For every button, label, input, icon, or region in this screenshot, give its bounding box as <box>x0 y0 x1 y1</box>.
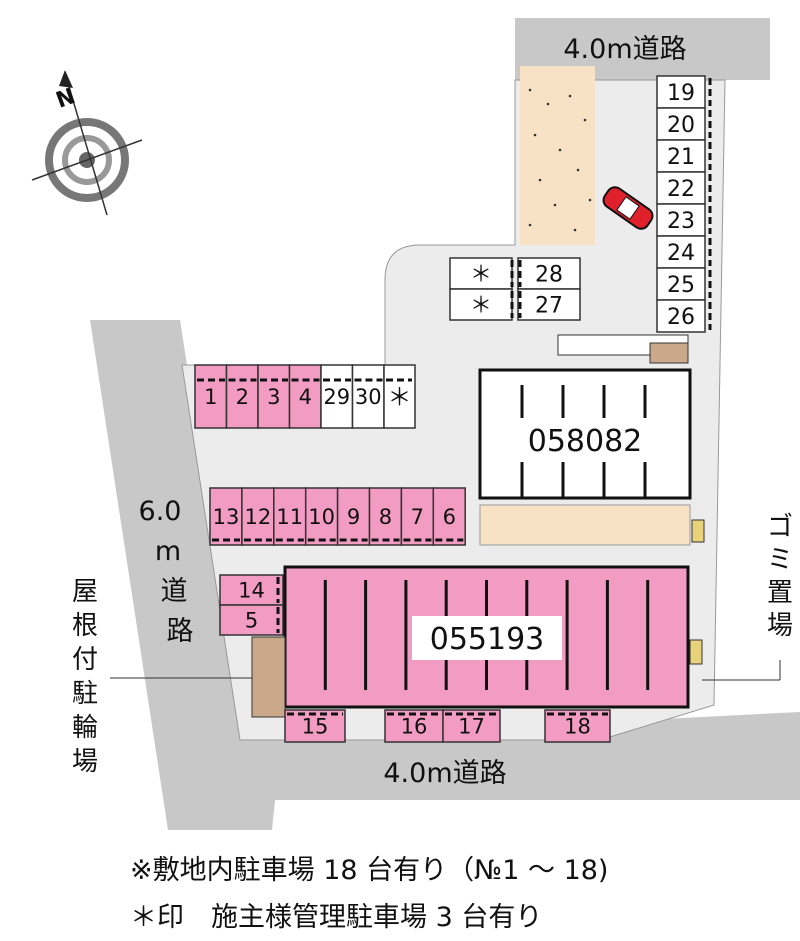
parking-number: 3 <box>267 385 280 409</box>
parking-space <box>517 288 581 321</box>
parking-number: 9 <box>347 505 360 529</box>
sand-path <box>520 66 595 245</box>
parking-side: 145 <box>219 574 284 636</box>
parking-space <box>449 288 513 321</box>
parking-number: 20 <box>667 113 695 138</box>
parking-number: ＊ <box>470 293 492 318</box>
parking-number: 12 <box>244 505 271 529</box>
parking-space <box>400 487 435 546</box>
top-road-label: 4.0m道路 <box>563 34 686 65</box>
left-road-label-part: 道 <box>161 576 188 607</box>
bike-shelter-label-char: 輪 <box>72 713 98 743</box>
building-label-box <box>510 418 660 462</box>
parking-space <box>219 604 284 636</box>
bike-shelter-label-char: 付 <box>72 645 98 675</box>
parking-space <box>656 299 706 333</box>
north-compass-icon: N <box>31 70 143 216</box>
left-road-label-part: 6.0 <box>139 496 182 527</box>
bike-shelter-label-char: 根 <box>72 611 98 641</box>
parking-number: 28 <box>535 262 563 287</box>
left-road-label: 6.0 m 道 路 <box>139 496 194 647</box>
parking-space <box>656 139 706 173</box>
parking-number: 18 <box>564 715 591 739</box>
parking-number: 2 <box>236 385 249 409</box>
parking-number: 1 <box>204 385 217 409</box>
parking-number: 6 <box>443 505 456 529</box>
parking-number: 17 <box>458 715 485 739</box>
left-and-bottom-road <box>90 320 800 830</box>
parking-number: 23 <box>667 209 695 234</box>
parking-space <box>320 364 354 429</box>
garbage-label-char: ミ <box>767 545 793 575</box>
parking-space <box>544 709 611 743</box>
parking-number: 11 <box>276 505 303 529</box>
bike-shelter <box>251 636 286 718</box>
bottom-road-label: 4.0m道路 <box>383 758 506 789</box>
parking-number: 8 <box>379 505 392 529</box>
garbage-box-1 <box>691 519 705 543</box>
parking-space <box>383 364 416 429</box>
parking-number: 16 <box>401 715 428 739</box>
parking-space <box>656 267 706 301</box>
parking-space <box>257 364 291 429</box>
building-id: 055193 <box>430 622 545 657</box>
parking-space <box>656 107 706 141</box>
parking-number: 24 <box>667 241 695 266</box>
parking-number: 22 <box>667 177 695 202</box>
garbage-label-char: 場 <box>767 611 793 641</box>
building-id: 058082 <box>528 424 643 459</box>
parking-number: ＊ <box>470 262 492 287</box>
note-owner-parking: ＊印 施主様管理駐車場 3 台有り <box>130 902 543 933</box>
parking-number: 26 <box>667 305 695 330</box>
sand-dots <box>528 88 592 232</box>
parking-number: 27 <box>535 293 563 318</box>
garbage-box-2 <box>689 639 703 665</box>
parking-number: 10 <box>308 505 335 529</box>
svg-text:N: N <box>53 84 79 114</box>
storage-box <box>649 342 689 364</box>
left-road-label-part: 路 <box>167 616 194 647</box>
parking-bottom: 15 16 17 18 <box>284 709 611 743</box>
parking-group-right: 19 20 21 22 23 24 25 26 <box>656 75 712 333</box>
car-icon <box>602 186 654 230</box>
parking-space <box>336 487 371 546</box>
parking-number: 19 <box>667 81 695 106</box>
note-parking-count: ※敷地内駐車場 18 台有り（№1 ～ 18) <box>130 855 609 886</box>
bike-shelter-label-char: 場 <box>72 747 98 777</box>
parking-space <box>656 75 706 109</box>
parking-number: 30 <box>355 385 382 409</box>
left-road-label-part: m <box>155 536 181 567</box>
parking-number: 4 <box>299 385 312 409</box>
parking-group-middle: ＊ ＊ 28 27 <box>449 257 581 321</box>
bike-shelter-label-char: 駐 <box>72 679 98 709</box>
bike-shelter-label-char: 屋 <box>72 577 98 607</box>
parking-number: 7 <box>411 505 424 529</box>
parking-space <box>656 171 706 205</box>
garbage-label-char: 置 <box>767 578 793 608</box>
parking-number: 5 <box>245 609 258 633</box>
parking-space <box>209 487 243 546</box>
parking-number: ＊ <box>388 383 412 411</box>
parking-number: 29 <box>323 385 350 409</box>
garbage-label-char: ゴ <box>767 512 793 542</box>
parking-number: 13 <box>213 505 240 529</box>
parking-space <box>432 487 466 546</box>
parking-number: 25 <box>667 273 695 298</box>
parking-space <box>225 364 259 429</box>
building-label-box <box>412 616 562 660</box>
parking-number: 21 <box>667 145 695 170</box>
parking-space <box>219 574 284 606</box>
sand-strip <box>479 504 691 546</box>
parking-space <box>351 364 385 429</box>
parking-space <box>656 235 706 269</box>
parking-number: 15 <box>302 715 329 739</box>
parking-number: 14 <box>238 579 265 603</box>
building-055193-dividers <box>323 580 650 690</box>
